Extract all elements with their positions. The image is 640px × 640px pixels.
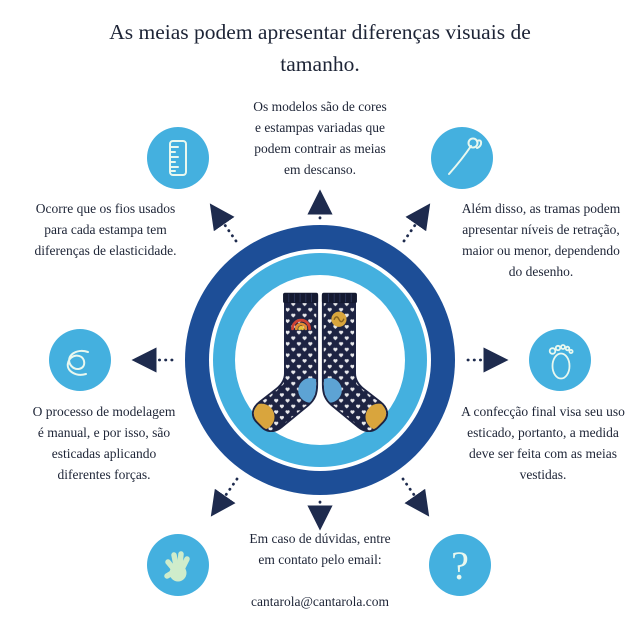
note-contact: Em caso de dúvidas, entre em contato pel…	[249, 531, 391, 567]
page-title: As meias podem apresentar diferenças vis…	[109, 20, 531, 77]
question-icon: ?	[429, 534, 491, 596]
socks-image	[244, 288, 396, 432]
note-measuring: A confecção final visa seu uso esticado,…	[461, 404, 625, 482]
ring-white-gap	[209, 249, 431, 471]
arrow-up-right	[402, 203, 431, 243]
foot-icon	[529, 329, 591, 391]
center-ring	[185, 225, 455, 495]
note-modeling: O processo de modelagem é manual, e por …	[32, 404, 176, 482]
needle-icon	[431, 127, 493, 189]
gold-emblem	[331, 311, 347, 327]
thread-icon	[49, 329, 111, 391]
left-sock	[248, 293, 323, 430]
rainbow-emblem	[291, 318, 311, 331]
ring-center	[235, 275, 405, 445]
contact-email: cantarola@cantarola.com	[251, 594, 389, 609]
arrow-down-right	[401, 477, 430, 517]
right-sock	[317, 293, 392, 430]
arrow-down-left	[210, 477, 239, 517]
note-weave: Além disso, as tramas podem apresentar n…	[461, 201, 621, 279]
ring-inner-blue	[213, 253, 427, 467]
question-glyph: ?	[451, 543, 469, 588]
arrow-up-left	[209, 203, 238, 243]
hand-icon	[147, 534, 209, 596]
ruler-icon	[147, 127, 209, 189]
note-models: Os modelos são de cores e estampas varia…	[253, 99, 387, 177]
note-threads: Ocorre que os fios usados para cada esta…	[34, 201, 177, 258]
